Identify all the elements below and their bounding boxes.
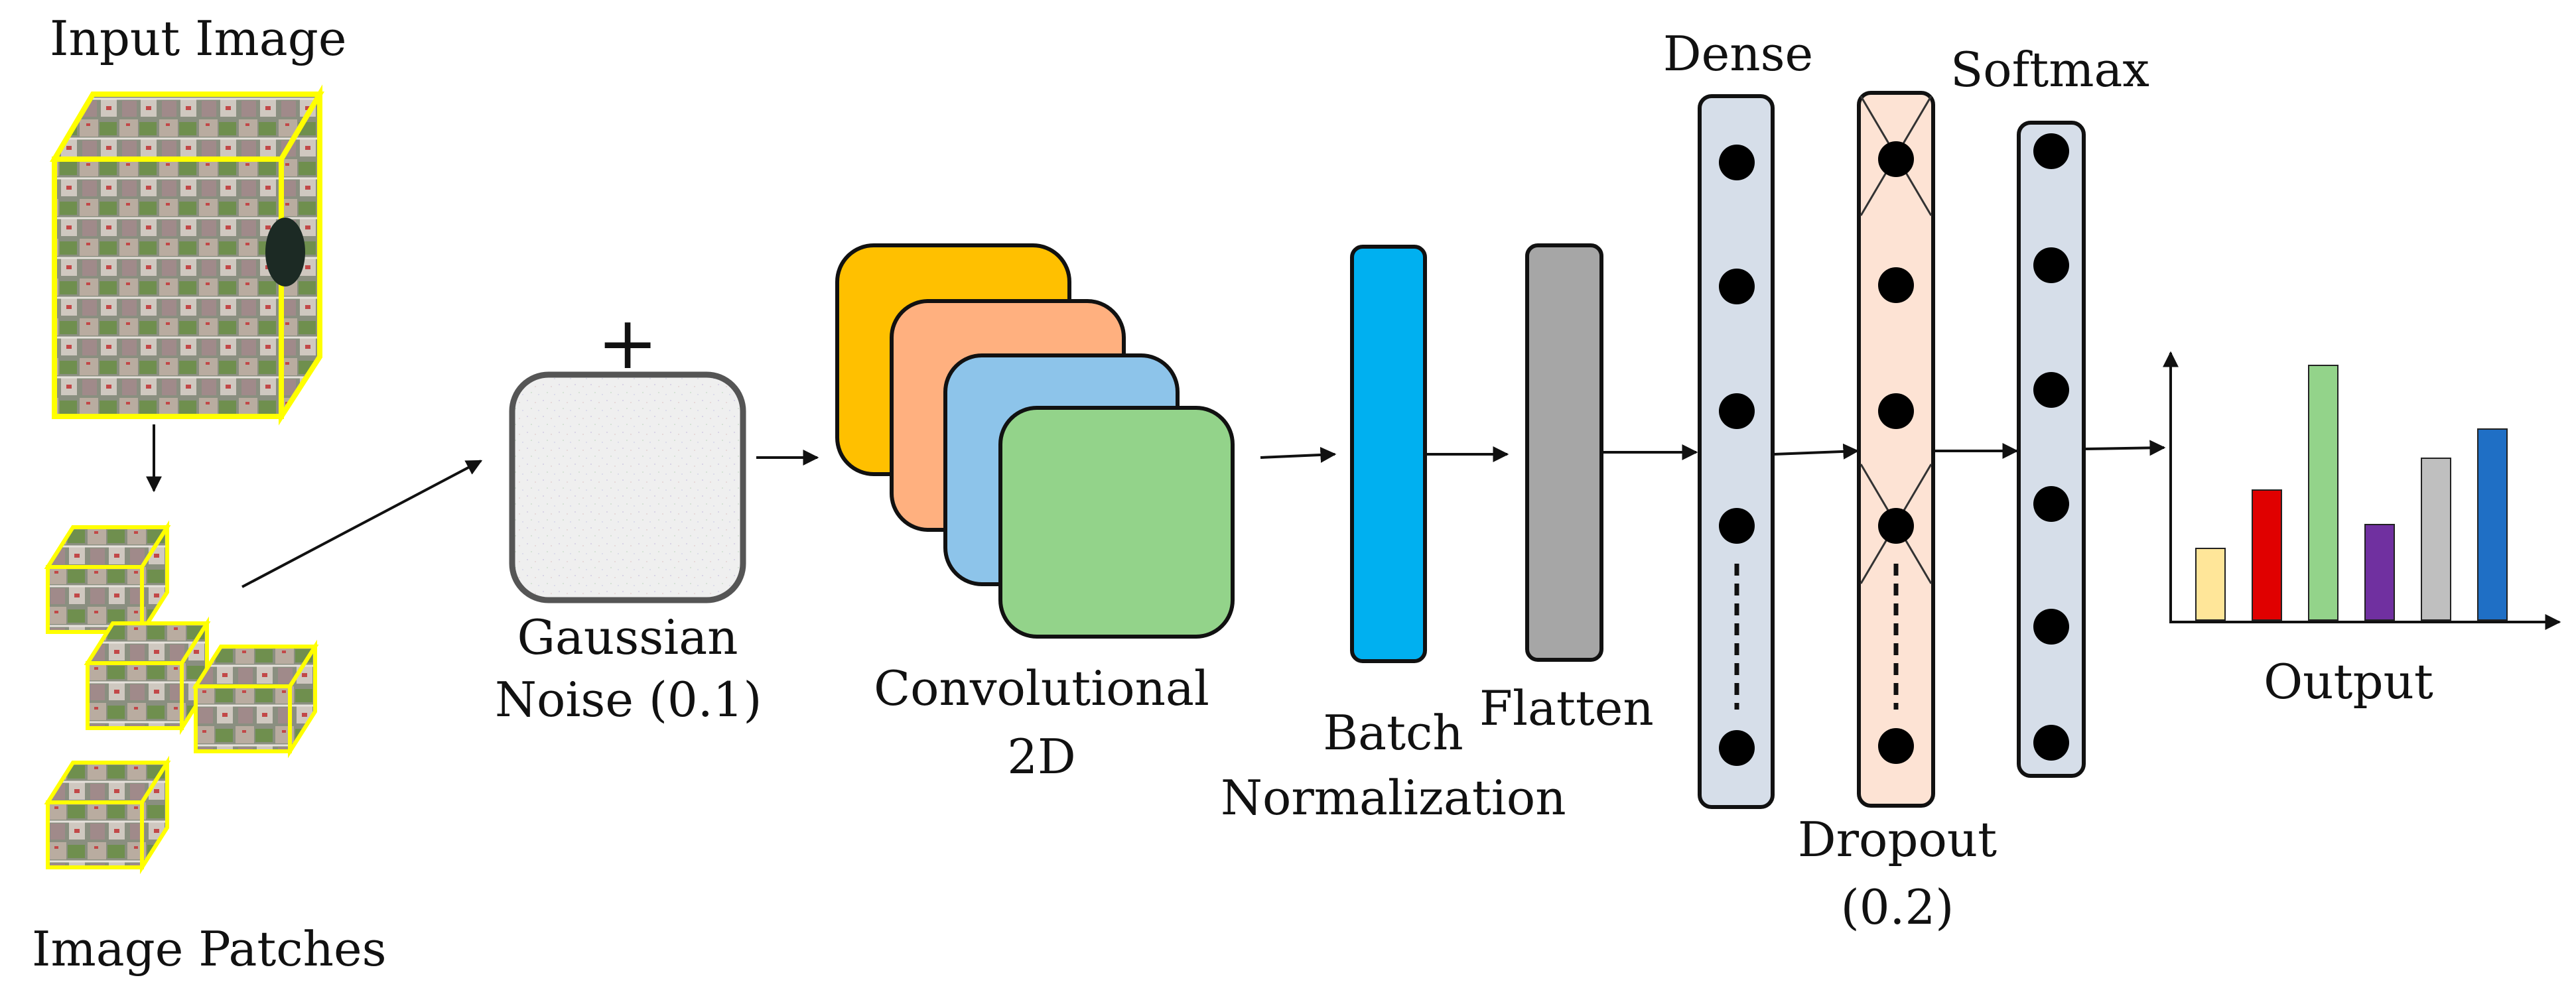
output-bar — [2477, 428, 2508, 621]
output-bar — [2195, 548, 2226, 621]
flatten-label: Flatten — [1479, 680, 1654, 736]
softmax-neuron — [2033, 247, 2069, 283]
dropout-neuron — [1878, 141, 1914, 177]
flatten-block — [1525, 243, 1603, 662]
batch-normalization-block — [1350, 245, 1427, 663]
plus-sign: + — [597, 300, 659, 385]
conv2d-label-line2: 2D — [1007, 729, 1076, 784]
input-image-label: Input Image — [50, 11, 347, 66]
output-bars — [2195, 365, 2508, 621]
dense-neuron — [1719, 508, 1755, 544]
arrow-dense-to-dropout — [1773, 443, 1860, 460]
batch-normalization-label-line1: Batch — [1323, 705, 1463, 761]
batch-normalization-label-line2: Normalization — [1221, 770, 1566, 826]
dense-neuron — [1719, 145, 1755, 180]
arrow-conv-to-batchnorm — [1260, 446, 1337, 463]
softmax-neuron — [2033, 372, 2069, 408]
output-bar — [2364, 524, 2395, 621]
image-patches-group — [44, 520, 319, 875]
arrow-patches-to-noise — [241, 460, 483, 588]
softmax-layer — [2017, 121, 2086, 778]
gaussian-noise-box — [509, 371, 746, 603]
gaussian-noise-label-line1: Gaussian — [517, 609, 738, 665]
output-bar — [2252, 489, 2282, 621]
conv-feature-map-4 — [998, 406, 1235, 639]
dropout-neuron — [1878, 508, 1914, 544]
dropout-layer — [1857, 91, 1935, 808]
dense-label: Dense — [1662, 26, 1814, 82]
dense-neuron — [1719, 393, 1755, 429]
image-patch — [84, 616, 211, 735]
softmax-neuron — [2033, 609, 2069, 645]
image-patch — [192, 639, 319, 759]
dropout-neuron — [1878, 393, 1914, 429]
arrow-softmax-to-output — [2084, 440, 2166, 456]
conv2d-stack — [835, 243, 1235, 639]
dense-neuron — [1719, 730, 1755, 766]
dense-layer — [1698, 94, 1775, 809]
softmax-neuron — [2033, 725, 2069, 761]
dropout-neuron — [1878, 267, 1914, 303]
output-bar — [2308, 365, 2339, 621]
dropout-label-line1: Dropout — [1797, 812, 1998, 867]
image-patch — [44, 520, 171, 639]
softmax-label: Softmax — [1950, 42, 2150, 97]
output-label: Output — [2264, 654, 2433, 710]
dropout-label-line2: (0.2) — [1840, 879, 1954, 935]
softmax-neuron — [2033, 133, 2069, 169]
dense-neuron — [1719, 269, 1755, 304]
image-patch — [44, 755, 171, 875]
gaussian-noise-label-line2: Noise (0.1) — [495, 672, 762, 727]
output-chart — [2163, 351, 2561, 630]
output-bar — [2421, 458, 2451, 621]
image-patches-label: Image Patches — [32, 921, 387, 977]
softmax-neuron — [2033, 486, 2069, 522]
input-image-cube — [49, 84, 325, 426]
dropout-neuron — [1878, 728, 1914, 764]
conv2d-label-line1: Convolutional — [874, 660, 1209, 716]
